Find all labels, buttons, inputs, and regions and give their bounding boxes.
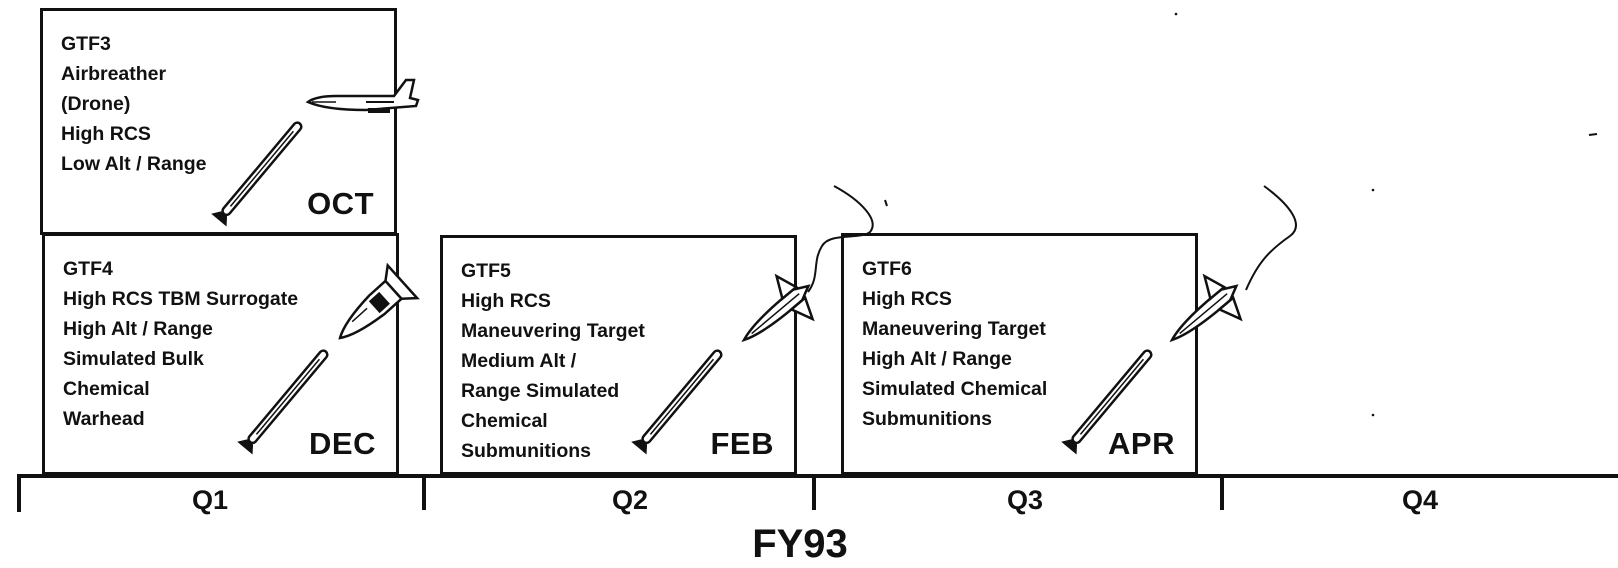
box-line: GTF3 — [61, 33, 111, 55]
box-line: Chemical — [63, 378, 150, 400]
maneuvering-target-icon — [1169, 273, 1243, 343]
box-line: Medium Alt / — [461, 350, 577, 372]
stray-mark — [1371, 188, 1375, 192]
gtf5-description: GTF5 High RCS Maneuvering Target Medium … — [461, 256, 645, 466]
box-line: GTF6 — [862, 258, 912, 280]
stray-mark — [1371, 413, 1375, 417]
gtf4-box: GTF4 High RCS TBM Surrogate High Alt / R… — [42, 233, 399, 475]
stray-mark — [884, 199, 888, 207]
stray-mark — [1588, 133, 1598, 136]
box-line: High Alt / Range — [862, 348, 1012, 370]
box-line: Range Simulated — [461, 380, 620, 402]
trajectory-line — [807, 185, 874, 293]
gtf4-description: GTF4 High RCS TBM Surrogate High Alt / R… — [63, 254, 298, 434]
quarter-label-q1: Q1 — [191, 485, 229, 515]
box-line: Submunitions — [862, 408, 992, 430]
trajectory-line — [1245, 185, 1297, 291]
box-line: High Alt / Range — [63, 318, 213, 340]
box-line: Chemical — [461, 410, 548, 432]
interceptor-missile-icon — [211, 121, 303, 227]
gtf6-box: GTF6 High RCS Maneuvering Target High Al… — [841, 233, 1198, 475]
box-line: High RCS — [461, 290, 551, 312]
gtf5-month: FEB — [710, 426, 774, 461]
quarter-label-q4: Q4 — [1401, 485, 1439, 515]
box-line: High RCS — [61, 123, 151, 145]
gtf6-month: APR — [1108, 426, 1175, 461]
box-line: Maneuvering Target — [461, 320, 645, 342]
box-line: Low Alt / Range — [61, 153, 207, 175]
box-line: GTF4 — [63, 258, 113, 280]
box-line: Maneuvering Target — [862, 318, 1046, 340]
gtf6-description: GTF6 High RCS Maneuvering Target High Al… — [862, 254, 1047, 434]
box-line: Simulated Bulk — [63, 348, 204, 370]
interceptor-missile-icon — [237, 349, 329, 455]
box-line: Simulated Chemical — [862, 378, 1048, 400]
gtf3-description: GTF3 Airbreather (Drone) High RCS Low Al… — [61, 29, 207, 179]
box-line: Warhead — [63, 408, 145, 430]
stray-mark — [1174, 12, 1178, 16]
interceptor-missile-icon — [631, 349, 723, 455]
tbm-target-icon — [338, 262, 420, 340]
box-line: High RCS TBM Surrogate — [63, 288, 299, 310]
quarter-label-q2: Q2 — [611, 485, 649, 515]
quarter-label-q3: Q3 — [1006, 485, 1044, 515]
interceptor-missile-icon — [1061, 349, 1153, 455]
box-line: Airbreather — [61, 63, 167, 85]
gtf4-month: DEC — [309, 426, 376, 461]
box-line: (Drone) — [61, 93, 131, 115]
maneuvering-target-icon — [741, 273, 815, 343]
drone-aircraft-icon — [305, 78, 420, 113]
box-line: GTF5 — [461, 260, 511, 282]
gtf3-month: OCT — [307, 186, 374, 221]
fiscal-year-label: FY93 — [752, 522, 848, 566]
box-line: High RCS — [862, 288, 952, 310]
gtf5-box: GTF5 High RCS Maneuvering Target Medium … — [440, 235, 797, 475]
box-line: Submunitions — [461, 440, 591, 462]
